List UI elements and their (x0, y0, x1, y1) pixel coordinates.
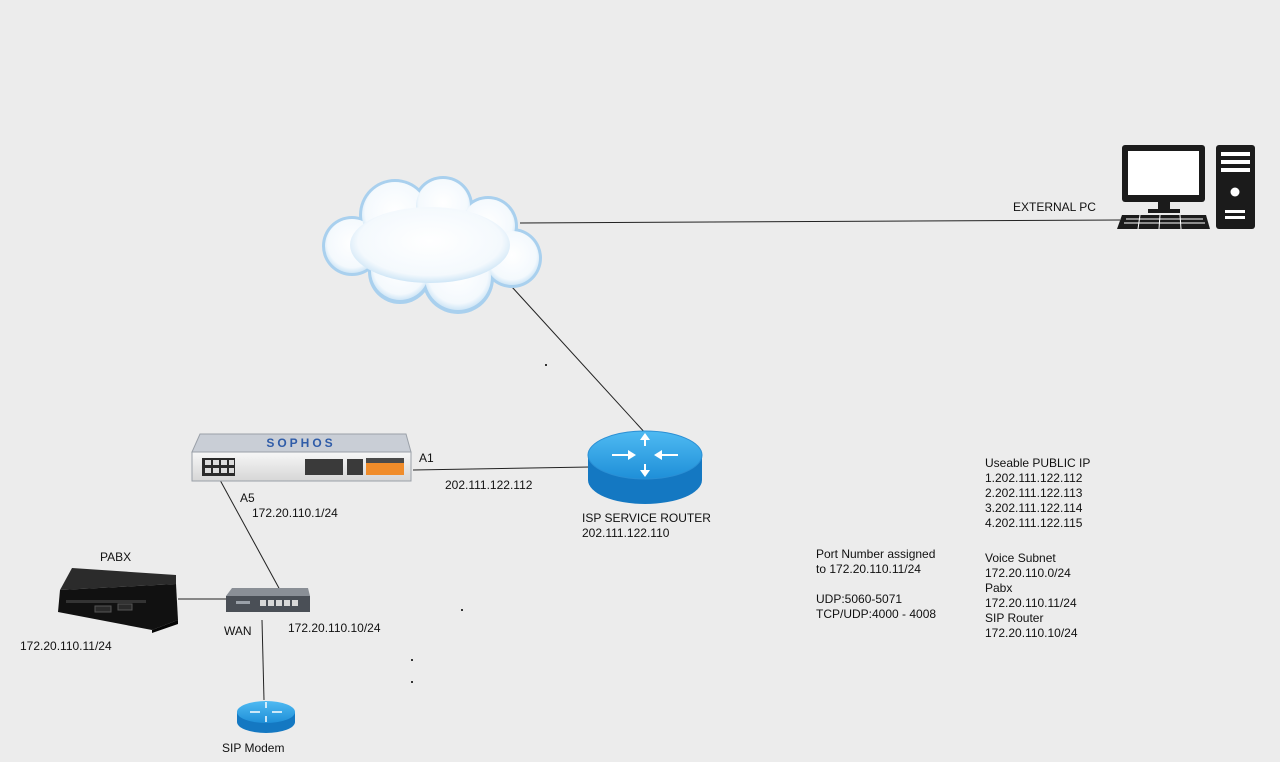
voice-subnet-value: 172.20.110.0/24 (985, 566, 1071, 580)
port-info-line2: to 172.20.110.11/24 (816, 562, 921, 576)
isp-router-icon (587, 430, 703, 504)
isp-router-ip-label: 202.111.122.110 (582, 526, 670, 540)
internet-cloud (322, 176, 542, 314)
public-ip-item: 1.202.111.122.112 (985, 471, 1083, 485)
pabx-value: 172.20.110.11/24 (985, 596, 1077, 610)
sophos-firewall-icon: SOPHOS (191, 433, 412, 482)
port-info-udp: UDP:5060-5071 (816, 592, 903, 606)
pabx-label: PABX (100, 550, 132, 564)
link-switch-sip-modem (261, 619, 265, 701)
sip-router-value: 172.20.110.10/24 (985, 626, 1078, 640)
link-cloud-isp-router (511, 286, 648, 436)
public-ip-block: Useable PUBLIC IP 1.202.111.122.112 2.20… (985, 456, 1090, 531)
sophos-lan-ip-label: 172.20.110.1/24 (252, 506, 338, 520)
sip-modem-icon (237, 701, 295, 733)
link-sophos-switch (219, 479, 281, 591)
wan-label: WAN (224, 624, 252, 638)
connection-lines (178, 219, 1121, 701)
sophos-brand-text: SOPHOS (266, 436, 335, 450)
switch-icon (226, 588, 310, 612)
link-sophos-isp-router (412, 466, 591, 471)
sophos-wan-ip-label: 202.111.122.112 (445, 478, 533, 492)
pabx-icon (58, 568, 178, 633)
pabx-ip-label: 172.20.110.11/24 (20, 639, 112, 653)
port-info-tcp-udp: TCP/UDP:4000 - 4008 (816, 607, 937, 621)
external-pc-icon (1117, 145, 1255, 230)
port-info-block: Port Number assigned to 172.20.110.11/24… (816, 547, 936, 622)
isp-router-name-label: ISP SERVICE ROUTER (582, 511, 711, 525)
public-ip-title: Useable PUBLIC IP (985, 456, 1091, 470)
sip-modem-label: SIP Modem (222, 741, 285, 755)
public-ip-item: 4.202.111.122.115 (985, 516, 1083, 530)
port-info-line1: Port Number assigned (816, 547, 936, 561)
switch-ip-label: 172.20.110.10/24 (288, 621, 381, 635)
external-pc-label: EXTERNAL PC (1013, 200, 1096, 214)
voice-subnet-block: Voice Subnet 172.20.110.0/24 Pabx 172.20… (985, 551, 1078, 641)
public-ip-item: 2.202.111.122.113 (985, 486, 1083, 500)
link-cloud-external-pc (519, 219, 1121, 224)
voice-subnet-title: Voice Subnet (985, 551, 1056, 565)
pabx-title: Pabx (985, 581, 1013, 595)
public-ip-item: 3.202.111.122.114 (985, 501, 1083, 515)
sip-router-title: SIP Router (985, 611, 1044, 625)
stray-dots (411, 364, 547, 683)
port-a1-label: A1 (419, 451, 434, 465)
port-a5-label: A5 (240, 491, 255, 505)
